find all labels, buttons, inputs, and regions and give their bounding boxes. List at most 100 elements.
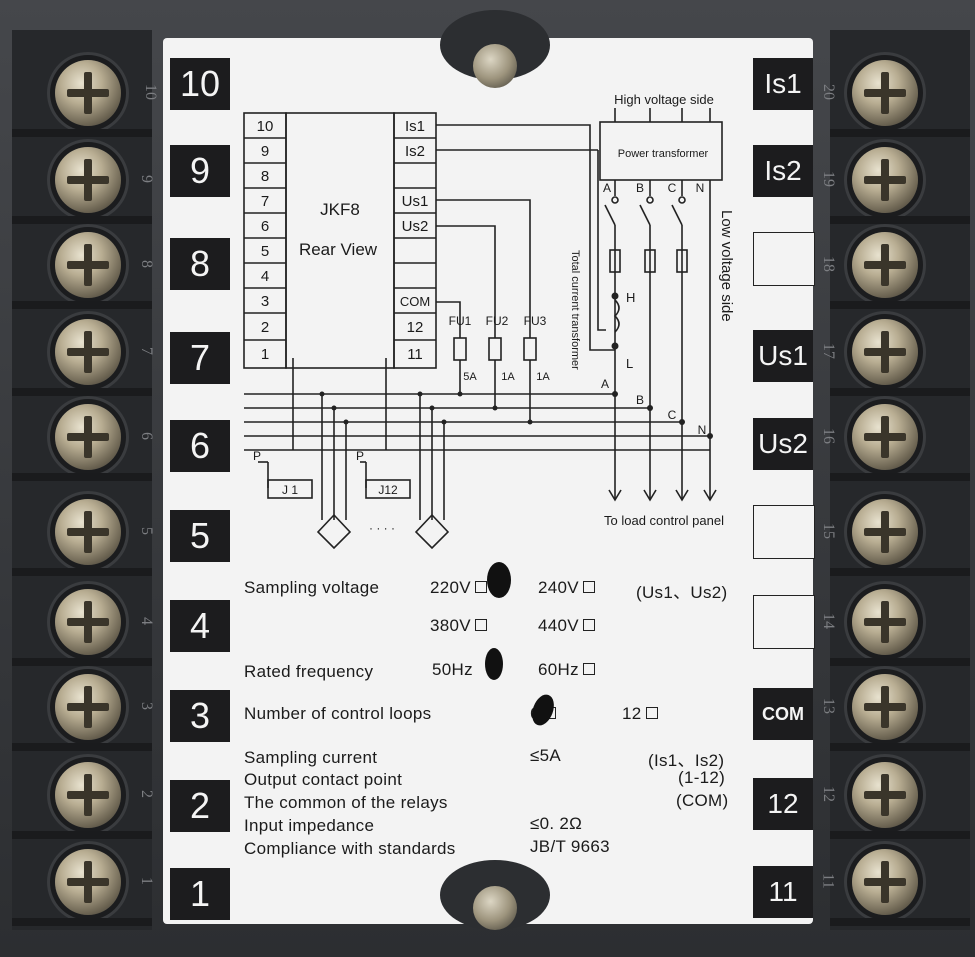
diagram-pin-7: 7 [261,193,269,210]
diagram-pin-11: 11 [407,346,423,363]
terminal-label-1: 1 [170,868,230,920]
diagram-model: JKF8 [320,200,360,219]
marker-blot-220v [487,562,511,598]
option-240v: 240V [538,578,595,598]
terminal-label-8: 8 [170,238,230,290]
terminal-label-12: 12 [753,778,813,830]
terminal-divider [12,216,152,224]
spec-relays-common: The common of the relays [244,793,448,812]
terminal-screw-right-20 [852,60,918,126]
terminal-divider [830,831,970,839]
terminal-label-4: 4 [170,600,230,652]
diagram-pin-2: 2 [261,319,269,336]
option-380v: 380V [430,616,487,636]
relay-p1: P [253,449,261,463]
terminal-divider [830,743,970,751]
diagram-pin-us1: Us1 [402,193,429,210]
spec-sampling-current: Sampling current [244,748,378,767]
spec-input-impedance-value: ≤0. 2Ω [530,814,583,833]
terminal-screw-right-11 [852,849,918,915]
terminal-label-us2: Us2 [753,418,813,470]
terminal-label-is2: Is2 [753,145,813,197]
terminal-divider [830,918,970,926]
terminal-label-us1: Us1 [753,330,813,382]
relay-p2: P [356,449,364,463]
phase-c-top: C [668,181,677,195]
terminal-label-3: 3 [170,690,230,742]
ct-label: Total current transformer [569,250,581,370]
phase-n-top: N [696,181,705,195]
terminal-screw-left-5 [55,499,121,565]
terminal-divider [12,473,152,481]
phase-c-bus: C [668,408,677,422]
terminal-label-10: 10 [170,58,230,110]
terminal-screw-left-10 [55,60,121,126]
spec-control-loops: Number of control loops [244,704,432,723]
terminal-label-blank-15 [753,505,815,559]
terminal-screw-left-1 [55,849,121,915]
diagram-pin-3: 3 [261,293,269,310]
spec-us-note: (Us1、Us2) [636,583,728,602]
high-voltage-label: High voltage side [614,92,714,107]
top-mount-screw [473,44,517,88]
relay-ellipsis: · · · · [369,521,395,535]
spec-output-contact: Output contact point [244,770,403,789]
terminal-divider [830,301,970,309]
terminal-screw-right-17 [852,319,918,385]
terminal-screw-right-12 [852,762,918,828]
terminal-divider [12,658,152,666]
terminal-label-9: 9 [170,145,230,197]
terminal-label-blank-14 [753,595,815,649]
phase-n-bus: N [698,423,707,437]
terminal-screw-left-4 [55,589,121,655]
terminal-divider [12,743,152,751]
terminal-screw-right-13 [852,674,918,740]
fuse-fu3: FU3 [524,314,547,328]
diagram-pin-10: 10 [257,118,274,135]
diagram-pin-8: 8 [261,168,269,185]
fuse-rating-3: 1A [536,371,550,383]
fuse-rating-2: 1A [501,371,515,383]
terminal-screw-left-6 [55,404,121,470]
terminal-label-5: 5 [170,510,230,562]
terminal-divider [12,129,152,137]
option-12-loops: 12 [622,704,658,724]
terminal-divider [12,831,152,839]
option-50hz: 50Hz [432,660,473,679]
power-transformer-label: Power transformer [618,148,709,160]
terminal-label-2: 2 [170,780,230,832]
fuse-rating-1: 5A [463,371,477,383]
phase-b-top: B [636,181,644,195]
terminal-screw-right-15 [852,499,918,565]
terminal-divider [830,129,970,137]
terminal-label-blank-18 [753,232,815,286]
terminal-divider [12,918,152,926]
terminal-divider [12,568,152,576]
terminal-label-is1: Is1 [753,58,813,110]
terminal-divider [830,473,970,481]
spec-is-note: (Is1、Is2) [648,751,725,770]
terminal-label-11: 11 [753,866,813,918]
fuse-fu1: FU1 [449,314,472,328]
terminal-divider [830,388,970,396]
phase-b-bus: B [636,393,644,407]
terminal-divider [830,216,970,224]
terminal-screw-right-14 [852,589,918,655]
spec-output-note: (1-12) [678,768,726,787]
phase-a-top: A [603,181,611,195]
marker-blot-50hz [485,648,503,680]
diagram-pin-1: 1 [261,346,269,363]
diagram-pin-is2: Is2 [405,143,425,160]
terminal-divider [12,301,152,309]
spec-sampling-current-value: ≤5A [530,746,562,765]
terminal-divider [830,658,970,666]
diagram-pin-12: 12 [407,319,424,336]
spec-compliance: Compliance with standards [244,839,456,858]
spec-com-note: (COM) [676,791,729,810]
diagram-pin-us2: Us2 [402,218,429,235]
terminal-label-com: COM [753,688,813,740]
diagram-view: Rear View [299,240,378,259]
spec-input-impedance: Input impedance [244,816,375,835]
terminal-screw-left-9 [55,147,121,213]
rear-label-panel [163,38,813,924]
